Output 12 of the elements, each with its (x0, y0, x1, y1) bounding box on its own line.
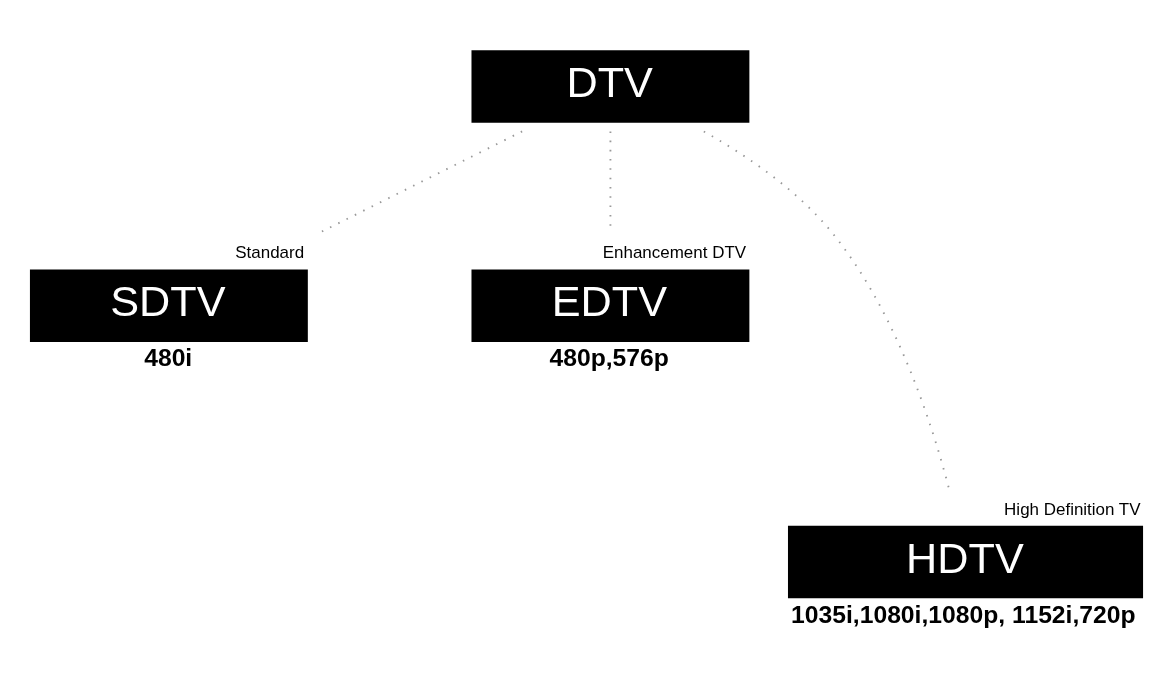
node-box: EDTV (471, 268, 750, 342)
node-box: HDTV (787, 525, 1144, 598)
node-label: 480i (144, 343, 193, 371)
node-label: Standard (235, 242, 305, 262)
node-box: DTV (471, 49, 750, 123)
node-label: Enhancement DTV (602, 242, 747, 262)
node-label: 1035i,1080i,1080p, 1152i,720p (791, 600, 1136, 628)
connector (320, 129, 524, 232)
node-label: High Definition TV (1004, 499, 1141, 519)
connector (702, 130, 950, 488)
node-box: SDTV (29, 268, 308, 342)
node-label: 480p,576p (549, 343, 669, 371)
